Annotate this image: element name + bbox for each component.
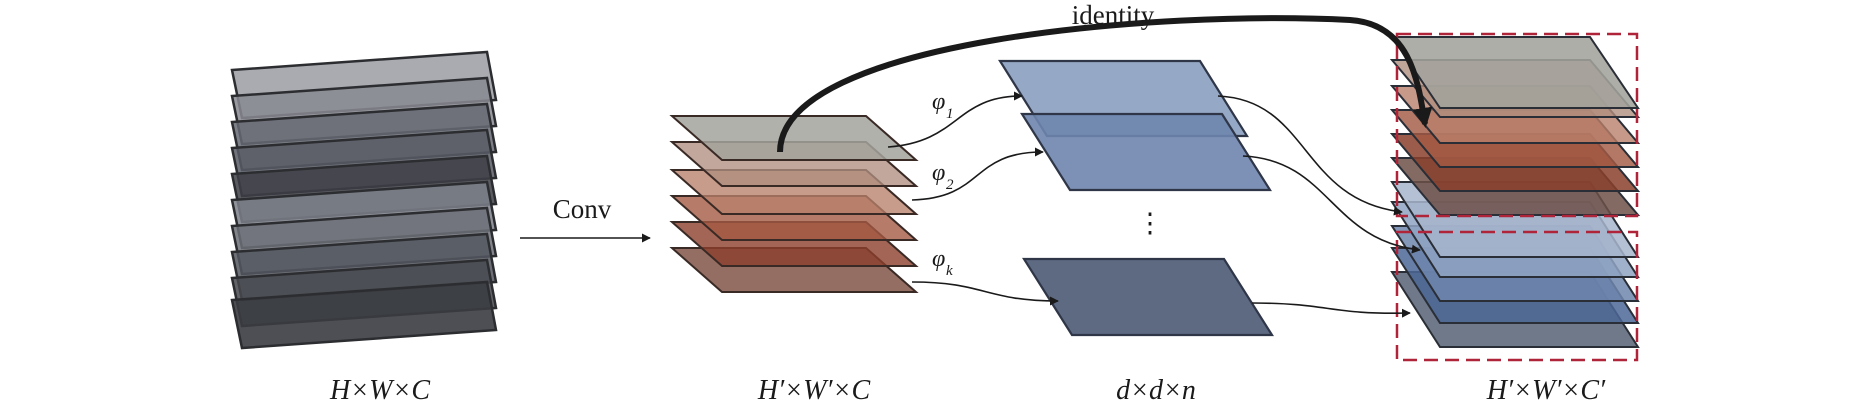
input-dims-label: H×W×C bbox=[329, 375, 430, 406]
kernel-to-output-2 bbox=[1242, 155, 1421, 254]
input-feature-stack bbox=[230, 50, 498, 350]
generated-channels-box bbox=[1395, 230, 1639, 362]
branch-1-sub: 1 bbox=[946, 106, 954, 122]
kernel-plane-k bbox=[1022, 257, 1274, 337]
kernel-to-output-k bbox=[1251, 302, 1411, 318]
kernel-dims-label: d×d×n bbox=[1116, 375, 1196, 406]
output-dims-label: H′×W′×C′ bbox=[1486, 375, 1606, 406]
branch-arrow-k bbox=[911, 281, 1059, 306]
kernel-plane-2 bbox=[1020, 112, 1272, 192]
branch-arrow-2 bbox=[911, 147, 1044, 201]
branch-k-symbol: φ bbox=[932, 246, 945, 272]
conv-feature-stack bbox=[669, 115, 919, 293]
branch-arrow-1 bbox=[887, 91, 1023, 148]
branch-2-symbol: φ bbox=[932, 160, 945, 186]
feature-dims-label: H′×W′×C bbox=[757, 375, 871, 406]
output-feature-stack bbox=[1389, 36, 1641, 348]
branch-k-sub: k bbox=[946, 263, 953, 279]
ellipsis: ⋮ bbox=[1137, 208, 1164, 238]
conv-label: Conv bbox=[553, 194, 612, 224]
branch-2-sub: 2 bbox=[946, 177, 954, 193]
kernel-to-output-1 bbox=[1217, 95, 1403, 216]
branch-1-symbol: φ bbox=[932, 89, 945, 115]
identity-label: identity bbox=[1072, 0, 1155, 30]
identity-arrow bbox=[777, 15, 1433, 153]
